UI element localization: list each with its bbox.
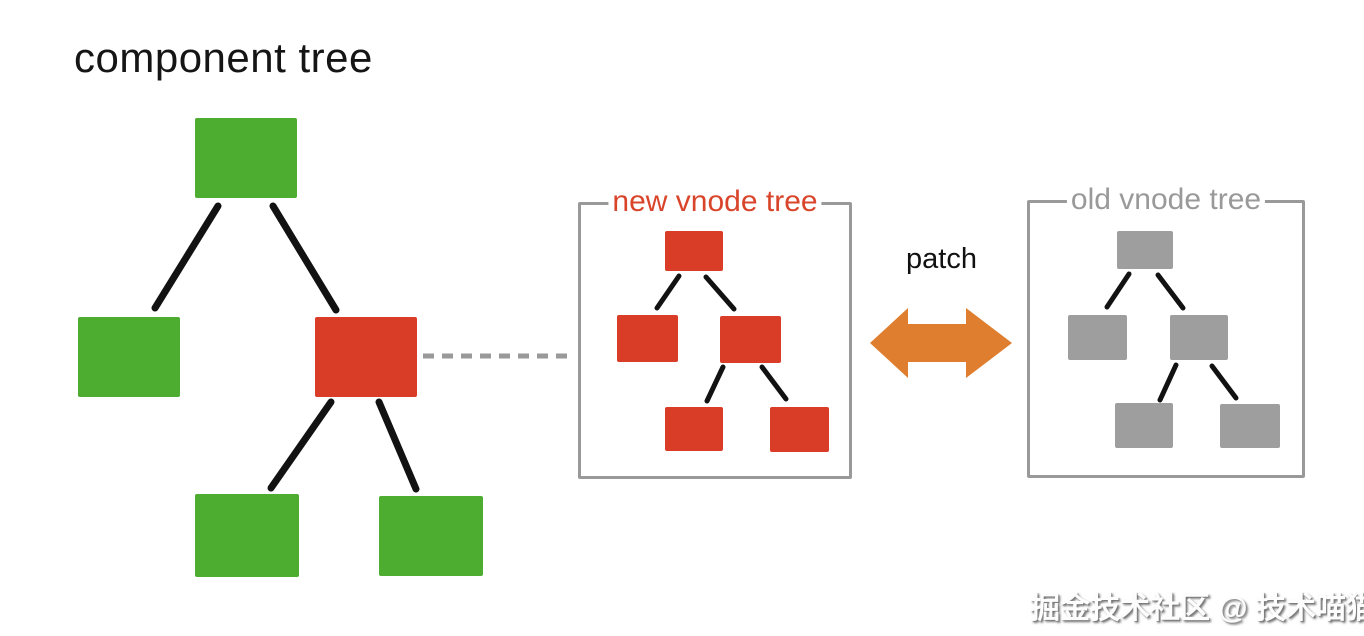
edge-red-left [267,398,335,492]
edge-root-right [269,202,340,314]
new-vnode-tree-edges [654,273,789,404]
patch-double-arrow-icon [870,308,1012,378]
old-vnode-node-grandchild-left [1115,403,1173,448]
edge-red-right [375,398,420,493]
component-tree-node-child-right-changed [315,317,417,397]
edge-old-root-left [1104,271,1132,310]
old-vnode-tree-edges [1104,271,1239,403]
old-vnode-tree-container: old vnode tree [1027,183,1305,478]
edge-root-left [151,202,222,312]
new-vnode-tree-container: new vnode tree [578,185,852,479]
new-vnode-node-child-right [720,316,781,363]
component-tree-node-root [195,118,297,198]
old-vnode-node-root [1117,231,1173,269]
component-tree-edges [151,202,420,493]
edge-new-root-left [654,273,682,311]
patch-label: patch [906,243,977,275]
new-vnode-tree-label: new vnode tree [608,185,822,219]
edge-new-right-right [759,364,789,402]
edge-new-root-right [703,274,737,312]
new-vnode-node-grandchild-left [665,407,723,451]
old-vnode-node-child-right [1170,315,1228,360]
old-vnode-tree-label: old vnode tree [1066,183,1266,217]
component-tree-node-grandchild-left [195,494,299,577]
edge-new-right-left [704,364,726,404]
edge-old-root-right [1155,272,1186,311]
watermark-text: 掘金技术社区 @ 技术喵猫巷 [1030,592,1364,625]
new-vnode-node-grandchild-right [770,407,829,452]
edge-old-right-right [1209,363,1239,401]
edge-old-right-left [1157,362,1179,403]
old-vnode-node-grandchild-right [1220,404,1280,448]
new-vnode-node-child-left [617,315,678,362]
component-tree-node-child-left [78,317,180,397]
old-vnode-node-child-left [1068,315,1127,360]
page-title: component tree [74,34,373,81]
new-vnode-node-root [665,231,723,271]
component-tree-node-grandchild-right [379,496,483,576]
